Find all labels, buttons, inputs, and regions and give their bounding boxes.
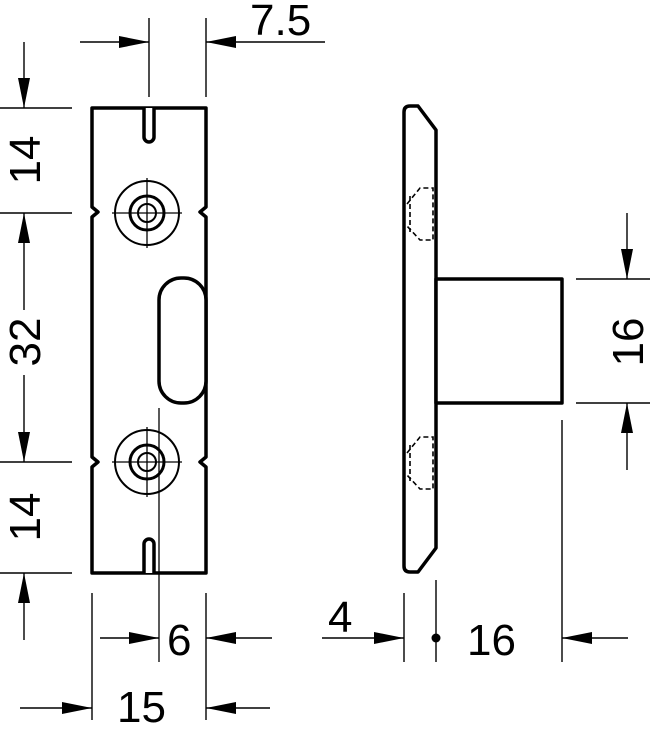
label-top-offset: 7.5 [250,0,311,45]
latch-opening [157,276,208,405]
label-top-segment: 14 [1,136,50,185]
label-bottom-segment: 14 [1,493,50,542]
dimension-pin-height [576,213,650,470]
side-plate [402,104,438,574]
dimension-top-offset: 7.5 [80,0,325,97]
countersink-bottom [406,436,434,490]
front-view-plate [90,106,208,662]
countersink-top [406,187,434,241]
label-hole-offset: 6 [167,616,191,665]
label-plate-thickness: 4 [328,593,352,642]
dimension-side-bottom: 4 16 [322,420,628,665]
bottom-slot [142,537,156,573]
top-screw-hole [112,178,182,248]
label-middle-segment: 32 [1,318,50,367]
bottom-screw-hole [112,427,182,497]
label-pin-length: 16 [467,616,516,665]
label-pin-height: 16 [604,318,650,367]
dimension-left-chain [0,42,72,640]
dimension-hole-offset: 6 [91,593,272,720]
latch-pin [434,277,564,405]
side-view [402,104,564,574]
dimension-plate-width: 15 [20,683,270,730]
label-plate-width: 15 [117,683,166,730]
top-slot [142,108,156,144]
